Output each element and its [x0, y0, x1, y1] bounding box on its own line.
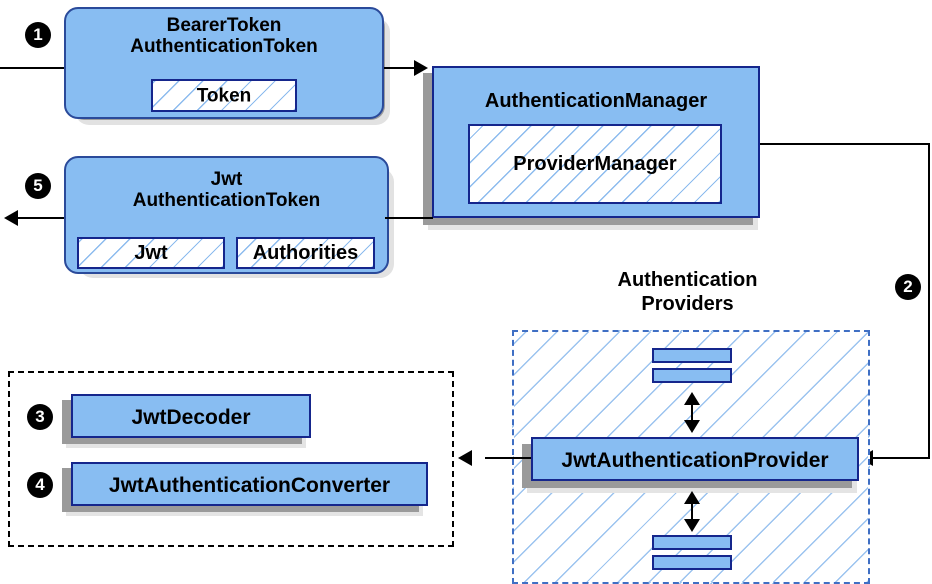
jwt-decoder-box[interactable]: JwtDecoder	[71, 394, 311, 438]
connector-bearer-to-manager-arrowhead	[414, 60, 428, 76]
provider-stub-top-bar-2	[652, 368, 732, 383]
connector-bearer-to-manager	[384, 67, 426, 69]
jwt-auth-provider-label: JwtAuthenticationProvider	[561, 449, 829, 472]
jwt-token-inner-jwt-label: Jwt	[134, 241, 168, 264]
step-marker-2: 2	[895, 274, 921, 300]
provider-stub-bottom-bar-2	[652, 555, 732, 570]
provider-link-bottom-line	[691, 497, 693, 523]
jwt-token-inner-authorities-box[interactable]: Authorities	[236, 237, 375, 269]
auth-manager-label: AuthenticationManager	[484, 90, 708, 112]
jwt-decoder-label: JwtDecoder	[131, 406, 251, 429]
provider-stub-top-bar-1	[652, 348, 732, 363]
jwt-token-inner-jwt-box[interactable]: Jwt	[77, 237, 225, 269]
bearer-token-inner-token-label: Token	[196, 84, 252, 106]
connector-manager-out-vertical	[928, 143, 930, 459]
step-marker-3: 3	[27, 404, 53, 430]
jwt-converter-label: JwtAuthenticationConverter	[108, 474, 391, 497]
connector-into-provider	[872, 457, 930, 459]
connector-provider-to-jwt-tools	[485, 457, 531, 459]
provider-link-top-arrow-down	[684, 420, 700, 433]
step-marker-4: 4	[27, 472, 53, 498]
provider-link-top-line	[691, 398, 693, 424]
jwt-token-card-label: Jwt AuthenticationToken	[132, 169, 321, 212]
jwt-token-inner-authorities-label: Authorities	[252, 241, 359, 264]
connector-provider-to-jwt-tools-arrowhead	[458, 450, 472, 466]
connector-inbound-request	[0, 67, 72, 69]
connector-manager-to-jwt-token	[385, 217, 433, 219]
connector-outbound-response-arrowhead	[4, 210, 18, 226]
bearer-token-inner-token-box[interactable]: Token	[151, 79, 297, 112]
authentication-providers-caption: Authentication Providers	[617, 269, 758, 315]
provider-link-bottom-arrow-down	[684, 519, 700, 532]
step-marker-1: 1	[25, 22, 51, 48]
jwt-converter-box[interactable]: JwtAuthenticationConverter	[71, 462, 428, 506]
provider-manager-label: ProviderManager	[513, 152, 677, 175]
step-marker-5: 5	[25, 173, 51, 199]
provider-stub-bottom-bar-1	[652, 535, 732, 550]
bearer-token-card-label: BearerToken AuthenticationToken	[130, 15, 318, 58]
connector-outbound-response	[18, 217, 72, 219]
jwt-tools-group	[8, 371, 454, 547]
provider-manager-inner-box[interactable]: ProviderManager	[468, 124, 722, 204]
connector-manager-out-top	[760, 143, 930, 145]
jwt-auth-provider-box[interactable]: JwtAuthenticationProvider	[531, 437, 859, 481]
